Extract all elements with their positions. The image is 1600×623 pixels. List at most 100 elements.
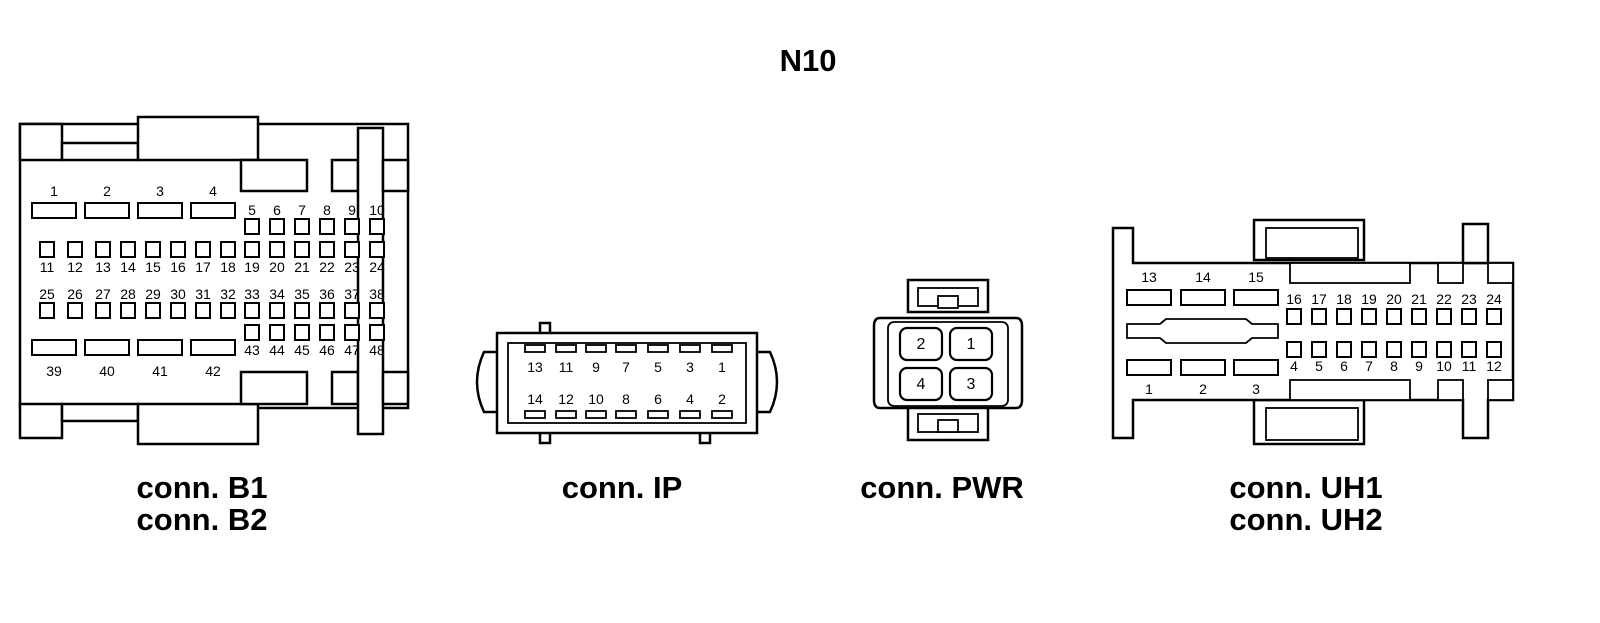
connector-b-slot-41 — [137, 339, 183, 356]
connector-b-side-tab-top — [381, 158, 410, 193]
pin-label-3: 3 — [156, 183, 164, 199]
connector-ip-slot-12 — [555, 410, 577, 419]
pin-label-13: 13 — [527, 359, 543, 375]
connector-uh-slot-12 — [1486, 341, 1502, 358]
connector-ip-side-lock-left — [475, 350, 502, 414]
pin-label-30: 30 — [170, 286, 186, 302]
pin-label-4: 4 — [1290, 358, 1298, 374]
connector-ip-slot-9 — [585, 344, 607, 353]
connector-pwr-cavity-2 — [898, 326, 944, 362]
connector-uh-side-tab-bottom — [1487, 379, 1514, 401]
connector-ip-slot-10 — [585, 410, 607, 419]
pin-label-34: 34 — [269, 286, 285, 302]
pin-label-19: 19 — [1361, 291, 1377, 307]
pin-label-9: 9 — [592, 359, 600, 375]
diagram-title: N10 — [780, 43, 837, 78]
connector-b-slot-20 — [269, 241, 285, 258]
connector-b-slot-35 — [294, 302, 310, 319]
pin-label-14: 14 — [120, 259, 136, 275]
pin-label-2: 2 — [1199, 381, 1207, 397]
pin-label-13: 13 — [95, 259, 111, 275]
connector-b-slot-4 — [190, 202, 236, 219]
pin-label-19: 19 — [244, 259, 260, 275]
pin-label-6: 6 — [654, 391, 662, 407]
pin-label-5: 5 — [1315, 358, 1323, 374]
connector-uh-side-tab-top — [1487, 262, 1514, 284]
pin-label-1: 1 — [50, 183, 58, 199]
connector-b-slot-2 — [84, 202, 130, 219]
pin-label-11: 11 — [40, 259, 55, 275]
pin-label-43: 43 — [244, 342, 260, 358]
pin-label-41: 41 — [152, 363, 168, 379]
pin-label-21: 21 — [294, 259, 310, 275]
pin-label-20: 20 — [269, 259, 285, 275]
connector-b-slot-11 — [39, 241, 55, 258]
pin-label-39: 39 — [46, 363, 62, 379]
connector-b-top-latch — [136, 115, 260, 162]
connector-b-slot-34 — [269, 302, 285, 319]
pin-label-18: 18 — [1336, 291, 1352, 307]
connector-uh-slot-6 — [1336, 341, 1352, 358]
connector-uh-slot-15 — [1233, 289, 1279, 306]
connector-b-slot-15 — [145, 241, 161, 258]
connector-b-slot-43 — [244, 324, 260, 341]
connector-uh-slot-13 — [1126, 289, 1172, 306]
connector-b-slot-14 — [120, 241, 136, 258]
connector-b-slot-32 — [220, 302, 236, 319]
pin-label-6: 6 — [1340, 358, 1348, 374]
connector-b-slot-38 — [369, 302, 385, 319]
pin-label-13: 13 — [1141, 269, 1157, 285]
connector-b-slot-12 — [67, 241, 83, 258]
pin-label-5: 5 — [654, 359, 662, 375]
connector-b-slot-17 — [195, 241, 211, 258]
pin-label-14: 14 — [1195, 269, 1211, 285]
pin-label-10: 10 — [1436, 358, 1452, 374]
connector-uh-slot-9 — [1411, 341, 1427, 358]
connector-ip-slot-6 — [647, 410, 669, 419]
pin-label-8: 8 — [1390, 358, 1398, 374]
connector-b-slot-21 — [294, 241, 310, 258]
pin-label-5: 5 — [248, 202, 256, 218]
connector-uh-slot-16 — [1286, 308, 1302, 325]
connector-b-slot-24 — [369, 241, 385, 258]
connector-b-top-bar — [60, 141, 140, 162]
connector-pwr-bottom-key — [937, 419, 959, 433]
connector-ip-slot-8 — [615, 410, 637, 419]
connector-ip-inner-face — [507, 342, 747, 424]
pin-label-22: 22 — [1436, 291, 1452, 307]
pin-label-46: 46 — [319, 342, 335, 358]
connector-b-slot-6 — [269, 218, 285, 235]
pin-label-11: 11 — [559, 359, 574, 375]
connector-b-side-rail — [356, 126, 385, 436]
pin-label-17: 17 — [195, 259, 211, 275]
connector-ip-side-lock-right — [753, 350, 779, 414]
pin-label-45: 45 — [294, 342, 310, 358]
pin-label-16: 16 — [170, 259, 186, 275]
connector-b-slot-47 — [344, 324, 360, 341]
connector-b-slot-23 — [344, 241, 360, 258]
pin-label-4: 4 — [917, 376, 926, 393]
pin-label-8: 8 — [323, 202, 331, 218]
connector-b-slot-3 — [137, 202, 183, 219]
connector-pwr-cavity-1 — [948, 326, 994, 362]
connector-uh-notch-bottom — [1437, 379, 1464, 401]
connector-b-slot-45 — [294, 324, 310, 341]
pin-label-4: 4 — [209, 183, 217, 199]
pin-label-37: 37 — [344, 286, 360, 302]
pin-label-7: 7 — [622, 359, 630, 375]
connector-b-corner-tab-top — [18, 122, 64, 162]
pin-label-7: 7 — [298, 202, 306, 218]
pin-label-32: 32 — [220, 286, 236, 302]
connector-b1-caption: conn. B1 — [137, 470, 268, 505]
pin-label-42: 42 — [205, 363, 221, 379]
connector-ip-slot-1 — [711, 344, 733, 353]
connector-pwr-caption: conn. PWR — [860, 470, 1024, 505]
connector-ip-caption: conn. IP — [562, 470, 683, 505]
connector-uh-slot-2 — [1180, 359, 1226, 376]
connector-b-slot-29 — [145, 302, 161, 319]
connector-ip-slot-14 — [524, 410, 546, 419]
